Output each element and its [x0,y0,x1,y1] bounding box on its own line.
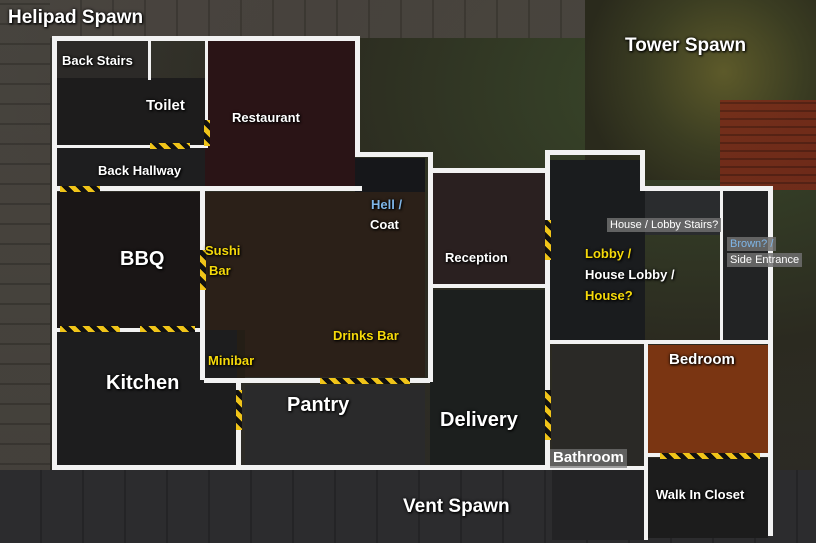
room-walk-in-closet [648,458,768,538]
label-bedroom: Bedroom [669,351,735,368]
room-back-stairs [55,40,150,78]
wall [52,36,57,470]
wall [644,340,648,540]
wall [545,150,645,155]
label-pantry: Pantry [287,394,350,416]
label-tower-spawn: Tower Spawn [625,35,747,56]
wall [548,466,648,470]
label-side-entrance: Side Entrance [727,253,803,268]
wall [205,40,208,148]
wall [204,378,430,383]
label-lobby: Lobby / [585,246,632,261]
hazard-stripe [320,378,410,384]
label-reception: Reception [445,250,508,265]
label-minibar: Minibar [208,353,255,368]
wall [640,186,772,191]
room-pantry [245,385,425,465]
label-back-stairs: Back Stairs [62,53,133,68]
label-hell: Hell / [371,197,403,212]
wall [55,145,205,148]
room-restaurant [205,40,355,188]
room-bedroom [648,345,768,453]
label-sushi: Sushi [205,243,241,258]
wall [548,340,770,344]
wall [52,465,550,470]
label-toilet: Toilet [146,97,185,114]
wall [428,284,546,288]
label-sushi-bar: Bar [209,263,231,278]
label-helipad-spawn: Helipad Spawn [8,7,144,28]
room-bathroom [552,345,644,465]
label-brown: Brown? / [727,237,777,252]
red-roof [720,100,816,190]
hazard-stripe [60,326,120,332]
label-house: House? [585,288,633,303]
wall [52,36,360,41]
label-coat: Coat [370,217,399,232]
wall [768,186,773,536]
label-restaurant: Restaurant [232,110,300,125]
ground-top [50,0,610,38]
hazard-stripe [204,120,210,146]
room-closet-bottom-left [552,470,644,540]
label-walk-in-closet: Walk In Closet [656,487,745,502]
wall [428,168,548,173]
hazard-stripe [236,390,242,430]
label-bbq: BBQ [120,248,165,270]
ground-left [0,0,50,543]
hazard-stripe [545,220,551,260]
label-delivery: Delivery [440,409,518,431]
wall [148,40,151,80]
room-bbq [57,192,202,330]
hazard-stripe [150,143,190,149]
room-kitchen [57,330,237,465]
wall [355,152,433,157]
room-reception [430,172,545,284]
label-drinks-bar: Drinks Bar [333,328,399,343]
room-back-hallway [55,148,205,188]
hazard-stripe [200,250,206,290]
label-vent-spawn: Vent Spawn [403,496,510,517]
label-kitchen: Kitchen [106,372,180,394]
wall [640,150,645,190]
wall [428,152,433,382]
hazard-stripe [660,453,760,459]
label-house-lobby-stairs: House / Lobby Stairs? [607,218,722,233]
hazard-stripe [60,186,100,192]
room-lobby [550,160,645,340]
room-delivery [430,290,545,465]
hazard-stripe [545,390,551,440]
wall [52,328,204,332]
wall [720,190,723,340]
label-back-hallway: Back Hallway [98,163,182,178]
wall [545,150,550,470]
label-bathroom: Bathroom [550,449,627,468]
wall [355,36,360,156]
room-toilet [55,78,205,148]
wall [52,186,362,191]
label-house-lobby: House Lobby / [585,267,675,282]
hazard-stripe [140,326,195,332]
